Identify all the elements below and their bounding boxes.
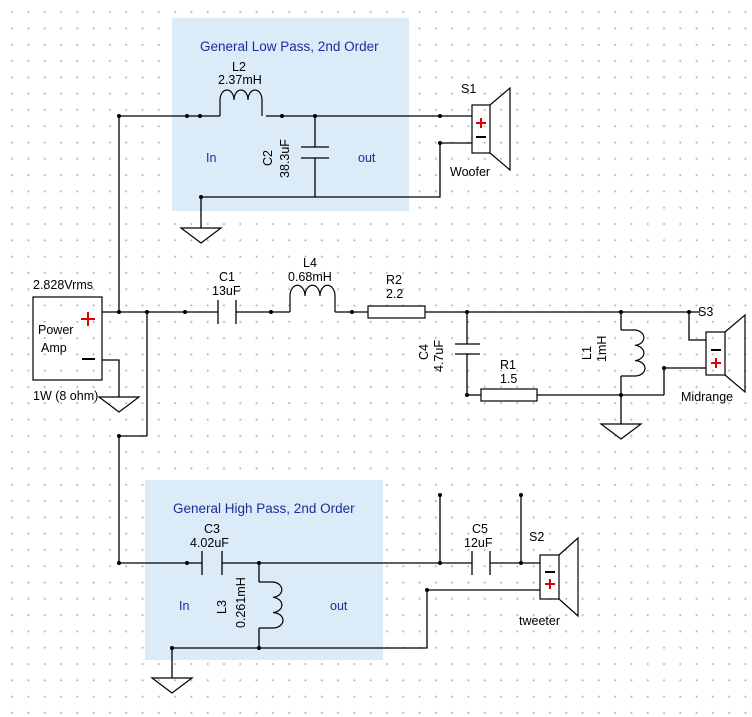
amp-power: 1W (8 ohm) [33,389,98,403]
s3-ref: S3 [698,305,713,319]
capacitor-icon [471,551,491,575]
c5-value: 12uF [464,536,493,550]
s3-name: Midrange [681,390,733,404]
r2-ref: R2 [386,273,402,287]
s2-name: tweeter [519,614,560,628]
speaker-icon [700,313,746,394]
l3-ref: L3 [215,600,229,614]
power-amp-name-1: Power [38,323,73,337]
l2-value: 2.37mH [218,73,262,87]
r1-ref: R1 [500,358,516,372]
resistor-icon [480,388,538,402]
l2-ref: L2 [232,60,246,74]
low-pass-in-label: In [206,151,216,165]
c5-ref: C5 [472,522,488,536]
low-pass-out-label: out [358,151,376,165]
capacitor-icon [455,343,480,355]
c1-value: 13uF [212,284,241,298]
wires [102,115,700,678]
ground-icon [179,227,223,244]
high-pass-title: General High Pass, 2nd Order [173,501,355,516]
low-pass-panel [172,18,409,211]
high-pass-out-label: out [330,599,348,613]
high-pass-in-label: In [179,599,189,613]
l3-value: 0.261mH [234,577,248,628]
s2-ref: S2 [529,530,544,544]
low-pass-title: General Low Pass, 2nd Order [200,39,379,54]
ground-icon [97,396,141,413]
capacitor-icon [301,146,329,159]
capacitor-icon [217,300,237,324]
speaker-icon [539,536,579,618]
amp-voltage: 2.828Vrms [33,278,93,292]
resistor-icon [367,305,426,319]
speaker-icon [471,86,511,172]
l4-ref: L4 [303,256,317,270]
l4-value: 0.68mH [288,270,332,284]
high-pass-panel [145,480,383,660]
power-amp-name-2: Amp [41,341,67,355]
c4-ref: C4 [417,344,431,360]
l1-value: 1mH [595,336,609,362]
s1-name: Woofer [450,165,490,179]
c2-ref: C2 [261,150,275,166]
junction-dots [117,114,691,650]
c1-ref: C1 [219,270,235,284]
ground-icon [599,423,643,440]
ground-icon [150,677,194,694]
c4-value: 4.7uF [432,340,446,372]
coil-icon [621,329,646,377]
c3-ref: C3 [204,522,220,536]
r2-value: 2.2 [386,287,403,301]
power-amp-box [32,296,103,381]
capacitor-icon [201,551,223,575]
c3-value: 4.02uF [190,536,229,550]
c2-value: 38.3uF [278,139,292,178]
r1-value: 1.5 [500,372,517,386]
l1-ref: L1 [580,346,594,360]
coil-icon [289,284,336,312]
coil-icon [219,89,263,116]
coil-icon [259,581,284,629]
s1-ref: S1 [461,82,476,96]
